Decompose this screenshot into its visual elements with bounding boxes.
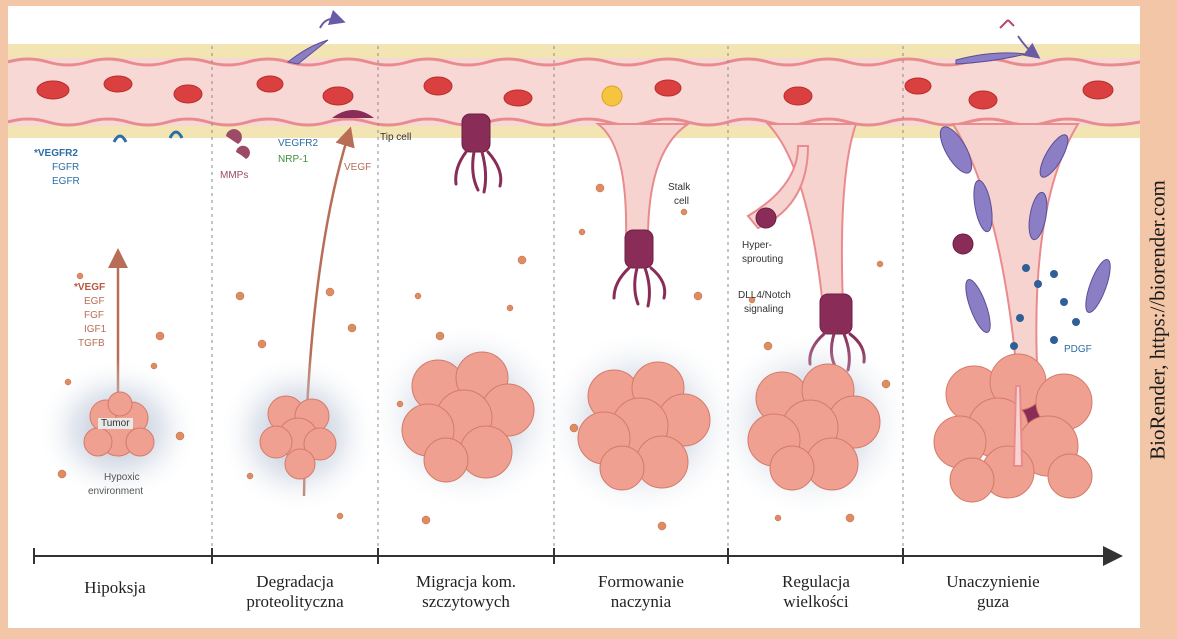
label-hyper-2: sprouting	[742, 254, 783, 265]
stage-label-unaczynienie: Unaczynienie guza	[908, 572, 1078, 612]
label-tgfb: TGFB	[78, 338, 105, 349]
stage-2-line2: proteolityczna	[210, 592, 380, 612]
label-igf1: IGF1	[84, 324, 106, 335]
angiogenesis-diagram	[8, 6, 1140, 628]
tumor-sprout-overlay	[1014, 386, 1022, 466]
stage-1-line1: Hipoksja	[30, 578, 200, 598]
leukocyte	[602, 86, 622, 106]
stage-3-line1: Migracja kom.	[381, 572, 551, 592]
label-fgfr: FGFR	[52, 162, 79, 173]
label-nrp1: NRP-1	[278, 154, 308, 165]
label-pdgf: PDGF	[1064, 344, 1092, 355]
label-vegf: VEGF	[344, 162, 371, 173]
label-egfr: EGFR	[52, 176, 80, 187]
stage-5-line2: wielkości	[731, 592, 901, 612]
stage-label-hipoksja: Hipoksja	[30, 578, 200, 598]
timeline-axis	[34, 548, 1113, 564]
label-hypoxic-1: Hypoxic	[104, 472, 140, 483]
stage-4-line1: Formowanie	[556, 572, 726, 592]
label-stalk-2: cell	[674, 196, 689, 207]
stage-6-line1: Unaczynienie	[908, 572, 1078, 592]
label-tip-cell: Tip cell	[380, 132, 411, 143]
stage-label-formowanie: Formowanie naczynia	[556, 572, 726, 612]
label-mmps: MMPs	[220, 170, 248, 181]
stage-3-line2: szczytowych	[381, 592, 551, 612]
stage-5-line1: Regulacja	[731, 572, 901, 592]
label-dll4-2: signaling	[744, 304, 783, 315]
stage-label-regulacja: Regulacja wielkości	[731, 572, 901, 612]
stage-6-line2: guza	[908, 592, 1078, 612]
tumors	[36, 321, 1092, 519]
label-fgf: FGF	[84, 310, 104, 321]
label-stalk-1: Stalk	[668, 182, 690, 193]
stage-label-migracja: Migracja kom. szczytowych	[381, 572, 551, 612]
stage-label-degradacja: Degradacja proteolityczna	[210, 572, 380, 612]
diagram-panel: *VEGFR2 FGFR EGFR *VEGF EGF FGF IGF1 TGF…	[8, 6, 1140, 628]
credit-text: BioRender, https://biorender.com	[1146, 180, 1171, 460]
label-egf: EGF	[84, 296, 105, 307]
label-dll4-1: DLL4/Notch	[738, 290, 791, 301]
stage-2-line1: Degradacja	[210, 572, 380, 592]
stage-4-line2: naczynia	[556, 592, 726, 612]
label-hyper-1: Hyper-	[742, 240, 772, 251]
label-vegfr2-star: *VEGFR2	[34, 148, 78, 159]
label-vegf-star: *VEGF	[74, 282, 105, 293]
label-vegfr2: VEGFR2	[278, 138, 318, 149]
label-tumor: Tumor	[98, 418, 133, 429]
label-hypoxic-2: environment	[88, 486, 143, 497]
